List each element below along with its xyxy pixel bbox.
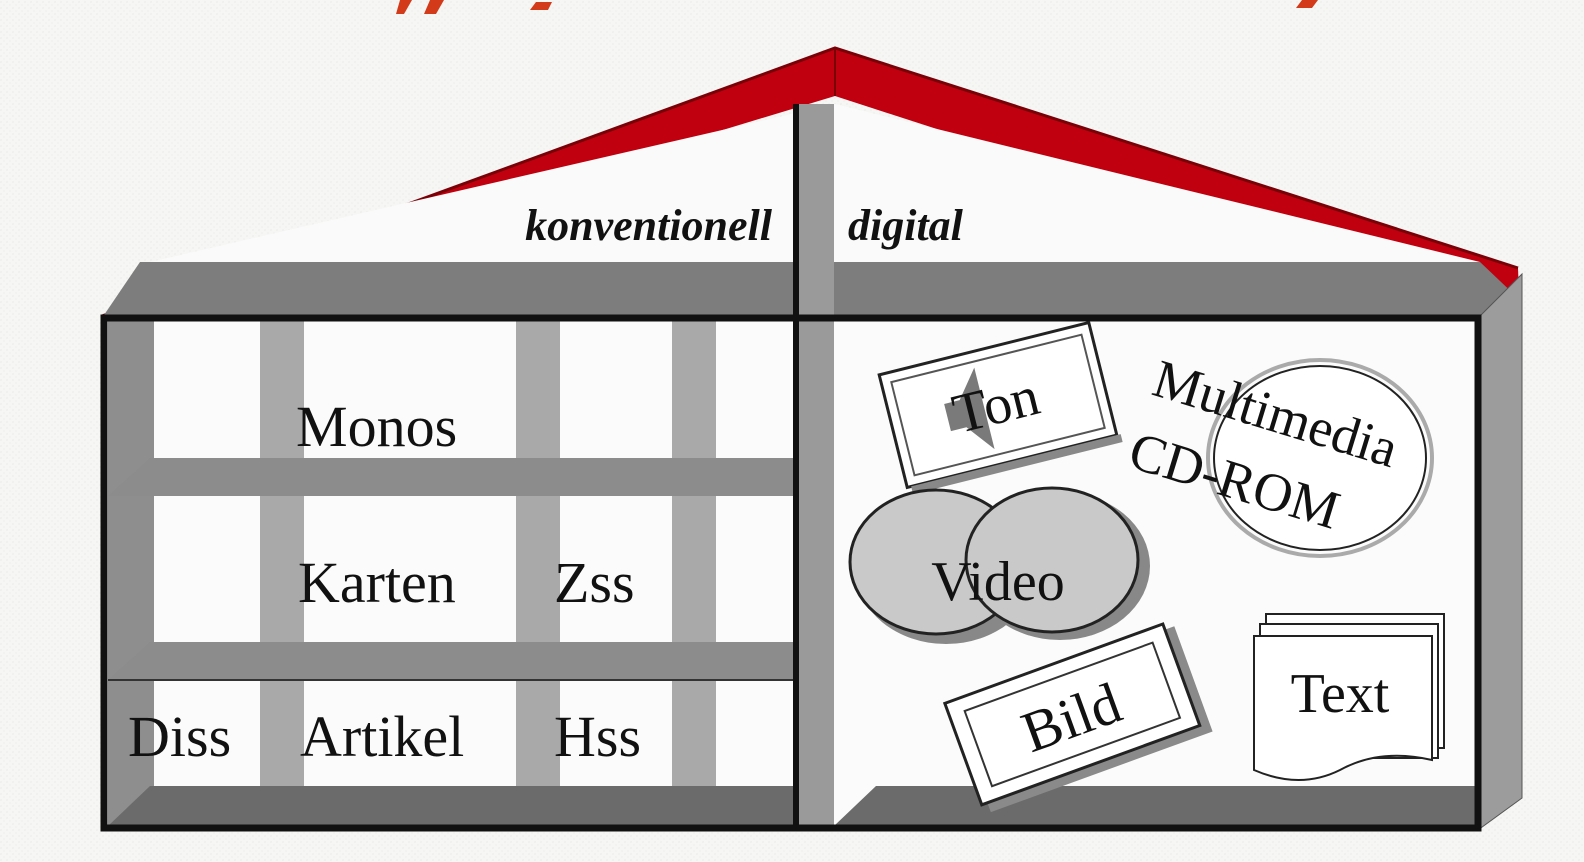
house-frame [100,314,1482,832]
ton-item: Ton [877,320,1123,495]
shelf-board [108,786,794,826]
cd-disc-icon [1206,358,1434,558]
document-stack-icon [1253,613,1445,781]
conventional-shelf [108,320,794,826]
cropped-title-fragment [396,0,1318,14]
shelf-post [672,320,716,826]
label-digital: digital [848,201,964,250]
label-konventionell: konventionell [525,201,773,250]
speaker-icon [944,367,995,450]
video-label: Video [931,551,1065,613]
shelf-label-karten: Karten [298,550,456,615]
shelf-label-hss: Hss [554,704,641,769]
shelf-board [108,642,794,680]
digital-floor [834,786,1478,826]
shelf-label-monos: Monos [296,394,457,459]
shelf-label-zss: Zss [554,550,635,615]
shelf-label-diss: Diss [128,704,231,769]
picture-frame-icon: Bild [942,622,1213,813]
video-reel-icon [848,486,1150,644]
shelf-post [516,320,560,826]
house-side-wall [1477,272,1523,831]
center-pillar [798,104,834,826]
shelf-board [108,458,794,496]
shelf-post [260,320,304,826]
shelf-post [108,320,154,826]
text-label: Text [1291,663,1390,725]
shelf-label-artikel: Artikel [300,704,464,769]
